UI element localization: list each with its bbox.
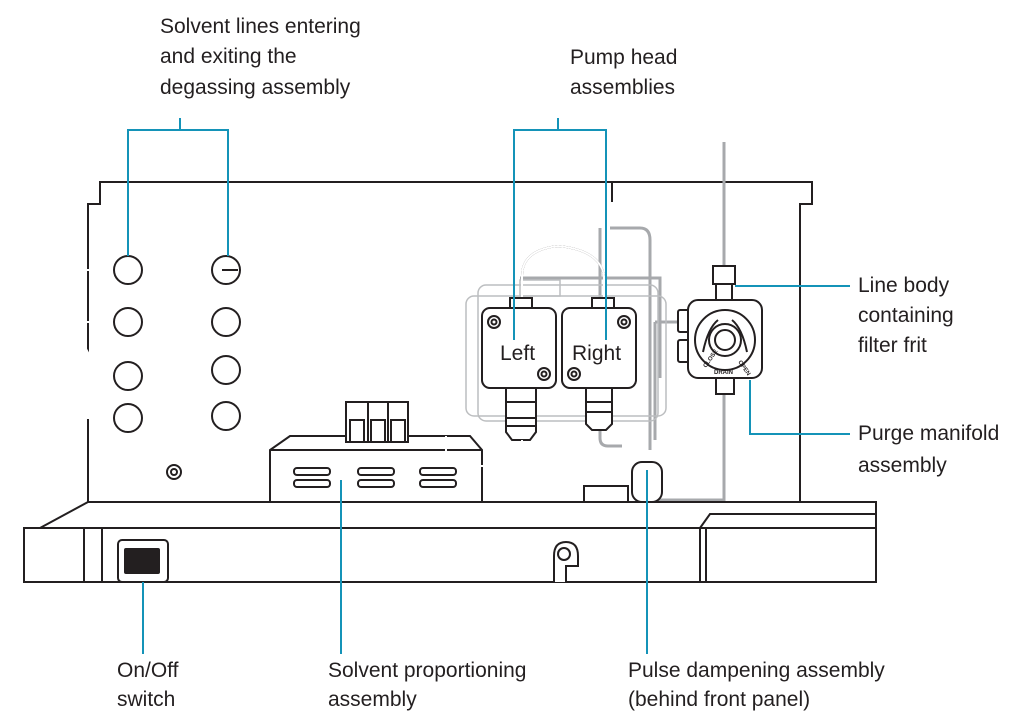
pulse-dampener-fitting — [583, 461, 663, 503]
svg-text:Pump head: Pump head — [570, 46, 677, 69]
degasser-outlet-ports — [211, 255, 241, 431]
label-pump-head: Pump head assemblies — [570, 46, 677, 99]
chassis-back-panel — [87, 181, 813, 502]
svg-text:Purge manifold: Purge manifold — [858, 422, 999, 445]
svg-text:On/Off: On/Off — [117, 659, 179, 682]
front-panel — [23, 501, 877, 583]
pump-head-ghost-outline — [465, 279, 667, 422]
label-solvent-proportioning: Solvent proportioning assembly — [328, 659, 526, 711]
pump-head-right: Right — [561, 297, 637, 431]
label-solvent-lines: Solvent lines entering and exiting the d… — [160, 15, 361, 99]
knob-drain-label: DRAIN — [714, 370, 733, 376]
label-purge-manifold: Purge manifold assembly — [858, 422, 999, 477]
svg-text:filter frit: filter frit — [858, 334, 927, 357]
label-on-off: On/Off switch — [117, 659, 179, 711]
svg-text:Solvent proportioning: Solvent proportioning — [328, 659, 526, 682]
purge-manifold-assembly: CLOSE DRAIN OPEN — [677, 265, 763, 395]
panel-screw — [166, 464, 182, 480]
svg-text:Pulse dampening assembly: Pulse dampening assembly — [628, 659, 885, 682]
svg-text:and exiting the: and exiting the — [160, 45, 297, 68]
label-line-body: Line body containing filter frit — [858, 274, 954, 357]
solvent-input-lines — [12, 186, 124, 419]
pump-head-left-label: Left — [500, 342, 535, 365]
degasser-inlet-ports — [113, 255, 143, 433]
pump-head-right-label: Right — [572, 342, 621, 365]
degasser-outlet-lines — [221, 269, 409, 410]
svg-text:assembly: assembly — [858, 454, 947, 477]
leader-lines — [127, 118, 850, 654]
svg-text:Solvent lines entering: Solvent lines entering — [160, 15, 361, 38]
svg-text:assemblies: assemblies — [570, 76, 675, 99]
pump-head-left: Left — [481, 244, 605, 441]
solvent-proportioning-assembly — [269, 401, 483, 502]
on-off-switch[interactable] — [117, 539, 169, 583]
svg-text:switch: switch — [117, 688, 175, 711]
svg-text:assembly: assembly — [328, 688, 417, 711]
svg-text:(behind front panel): (behind front panel) — [628, 688, 810, 711]
svg-text:containing: containing — [858, 304, 954, 327]
svg-text:degassing assembly: degassing assembly — [160, 76, 351, 99]
svg-text:Line body: Line body — [858, 274, 950, 297]
label-pulse-dampening: Pulse dampening assembly (behind front p… — [628, 659, 885, 711]
